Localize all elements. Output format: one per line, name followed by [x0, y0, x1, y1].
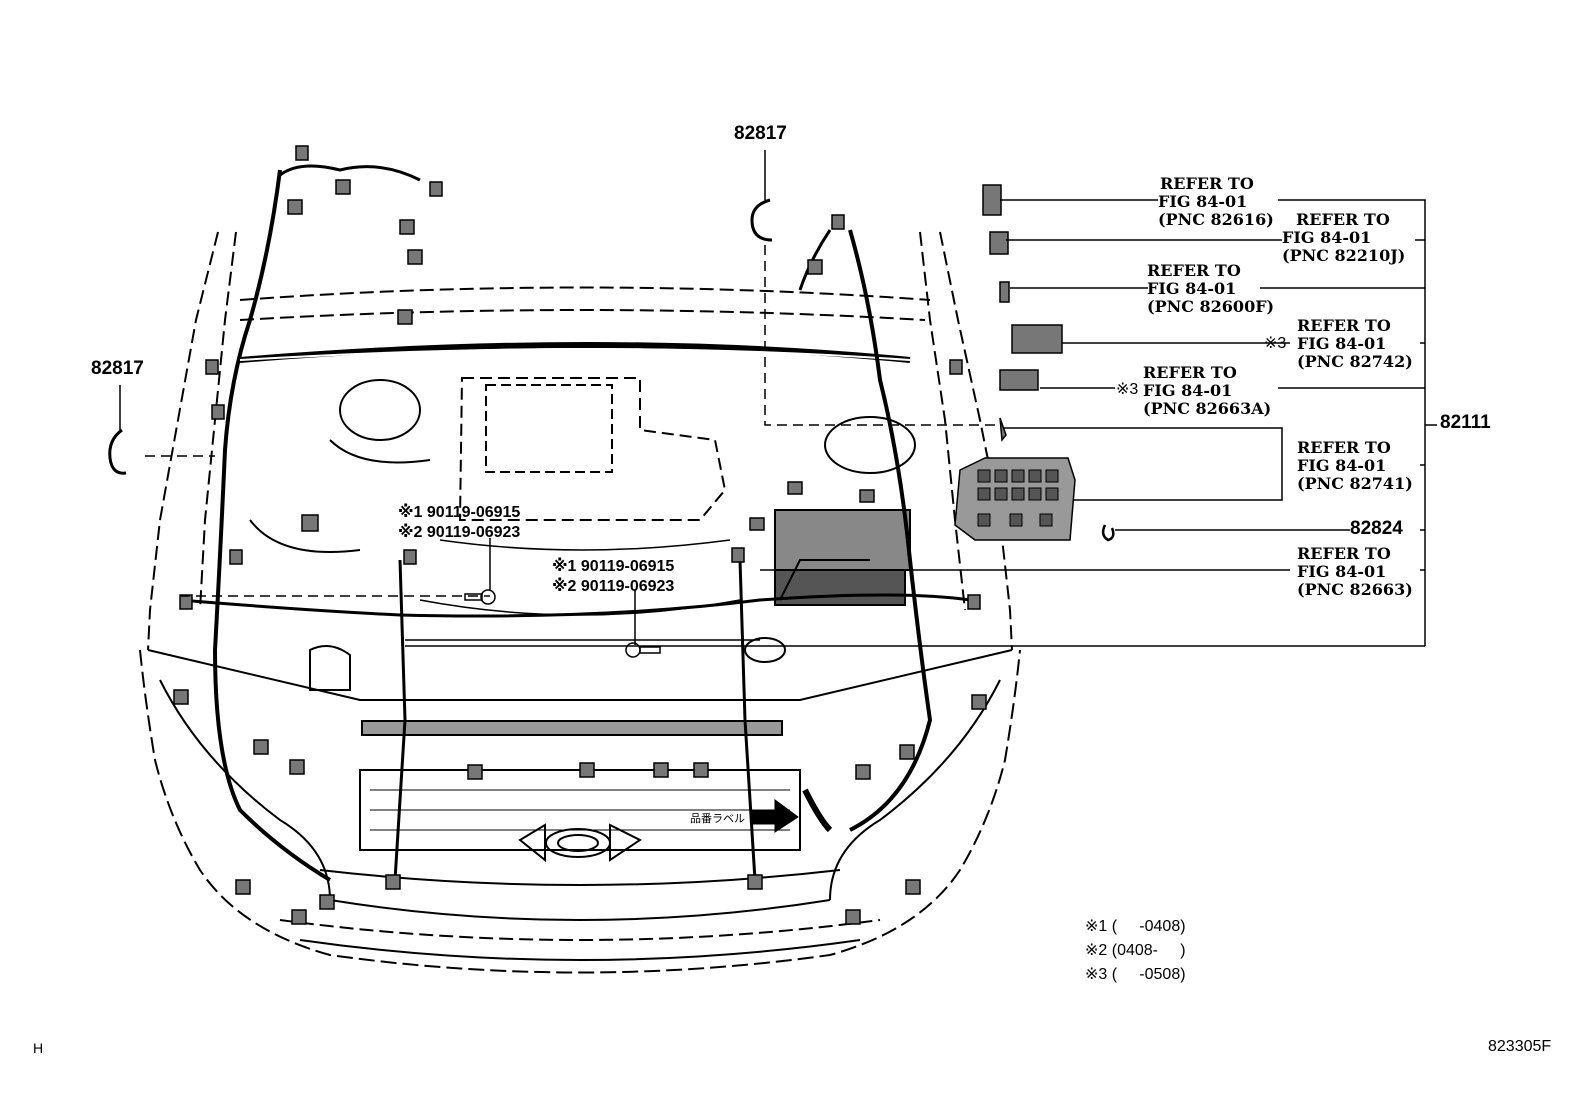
part-label-text: 品番ラベル — [690, 813, 745, 825]
cowl-line — [239, 286, 931, 301]
mark-3-b: ※3 — [1116, 381, 1139, 398]
relay-82742 — [1011, 324, 1063, 354]
figure-code: 823305F — [1488, 1038, 1552, 1055]
radiator-support — [361, 720, 783, 736]
clip-top-icon — [750, 198, 773, 242]
footer-left-code: H — [33, 1040, 44, 1056]
part-number-main-wire: 82111 — [1440, 412, 1491, 433]
footnote-1: ※1 ( -0408) — [1085, 918, 1186, 935]
relay-82663A — [999, 369, 1039, 391]
label-arrow-icon — [751, 799, 799, 833]
part-number-clip-right: 82824 — [1350, 518, 1403, 539]
footnote-2: ※2 (0408- ) — [1085, 942, 1186, 959]
clip-left-icon — [108, 428, 127, 475]
part-number-clip-left: 82817 — [91, 358, 144, 379]
part-number-clip-top: 82817 — [734, 123, 787, 144]
front-bumper — [139, 649, 1021, 974]
engine-outline — [458, 377, 727, 521]
harness-left — [212, 169, 332, 882]
bolt-label-a2: ※2 90119-06923 — [398, 524, 521, 541]
bolt-label-a1: ※1 90119-06915 — [398, 504, 521, 521]
emblem — [545, 828, 611, 858]
harness-right — [848, 229, 933, 832]
fuse-82600F — [999, 281, 1010, 303]
mark-3-a: ※3 — [1264, 335, 1287, 352]
bolt-b-icon — [625, 642, 661, 658]
relay-82210J — [989, 231, 1009, 255]
bolt-label-b2: ※2 90119-06923 — [552, 578, 675, 595]
clip-right-icon — [1101, 524, 1115, 542]
bolt-a-icon — [464, 589, 496, 605]
footnote-3: ※3 ( -0508) — [1085, 966, 1186, 983]
fender-left-outline — [147, 231, 219, 651]
bolt-label-b1: ※1 90119-06915 — [552, 558, 675, 575]
relay-82616 — [982, 184, 1002, 216]
